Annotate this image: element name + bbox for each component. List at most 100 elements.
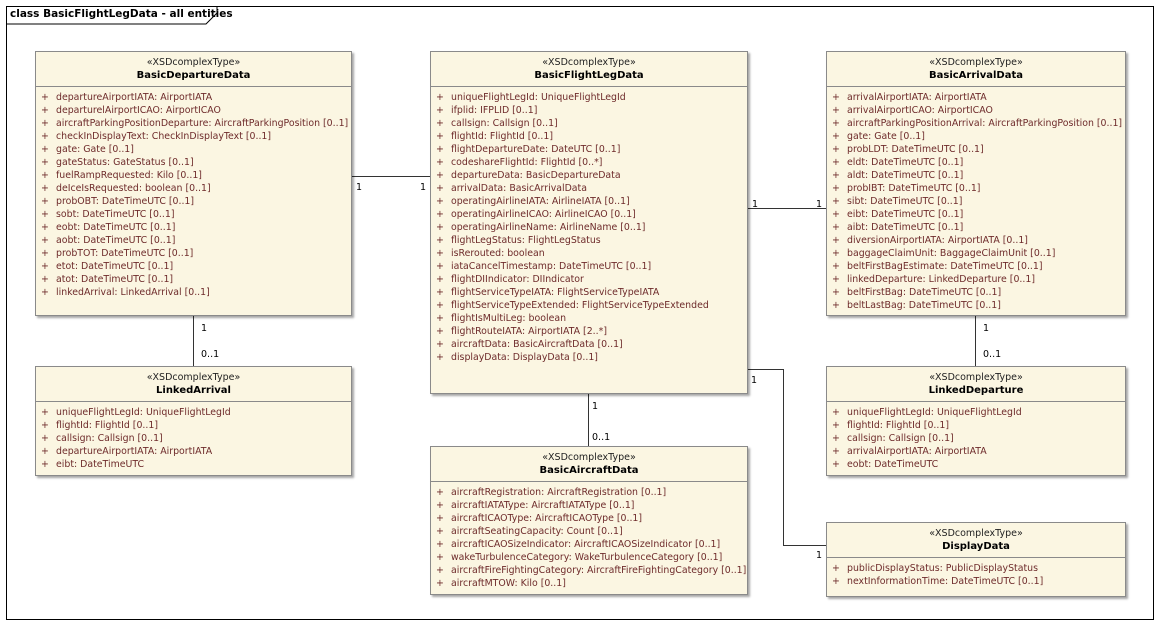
class-attribute[interactable]: +gate: Gate [0..1] bbox=[827, 130, 1125, 143]
class-attribute[interactable]: +departureAirportIATA: AirportIATA bbox=[36, 445, 351, 458]
class-attribute[interactable]: +flightDIIndicator: DIIndicator bbox=[431, 273, 747, 286]
class-attribute[interactable]: +flightIsMultiLeg: boolean bbox=[431, 312, 747, 325]
class-linked-arrival[interactable]: «XSDcomplexType» LinkedArrival +uniqueFl… bbox=[35, 366, 352, 476]
class-attribute[interactable]: +aircraftParkingPositionDeparture: Aircr… bbox=[36, 117, 351, 130]
class-attribute[interactable]: +probLDT: DateTimeUTC [0..1] bbox=[827, 143, 1125, 156]
class-attribute[interactable]: +departurelAirportICAO: AirportICAO bbox=[36, 104, 351, 117]
class-attribute[interactable]: +linkedDeparture: LinkedDeparture [0..1] bbox=[827, 273, 1125, 286]
class-attribute[interactable]: +aircraftMTOW: Kilo [0..1] bbox=[431, 577, 747, 590]
class-attribute[interactable]: +eibt: DateTimeUTC [0..1] bbox=[827, 208, 1125, 221]
class-attribute[interactable]: +departureData: BasicDepartureData bbox=[431, 169, 747, 182]
class-attribute[interactable]: +baggageClaimUnit: BaggageClaimUnit [0..… bbox=[827, 247, 1125, 260]
class-basic-arrival-data[interactable]: «XSDcomplexType» BasicArrivalData +arriv… bbox=[826, 51, 1126, 316]
class-basic-aircraft-data[interactable]: «XSDcomplexType» BasicAircraftData +airc… bbox=[430, 446, 748, 595]
class-attribute[interactable]: +flightDepartureDate: DateUTC [0..1] bbox=[431, 143, 747, 156]
class-attribute[interactable]: +eobt: DateTimeUTC [0..1] bbox=[36, 221, 351, 234]
class-attribute[interactable]: +ifplid: IFPLID [0..1] bbox=[431, 104, 747, 117]
attribute-text: aobt: DateTimeUTC [0..1] bbox=[56, 235, 176, 246]
class-attribute[interactable]: +flightLegStatus: FlightLegStatus bbox=[431, 234, 747, 247]
attribute-text: fuelRampRequested: Kilo [0..1] bbox=[56, 170, 202, 181]
class-stereotype: «XSDcomplexType» bbox=[929, 528, 1023, 539]
class-attribute[interactable]: +wakeTurbulenceCategory: WakeTurbulenceC… bbox=[431, 551, 747, 564]
class-attribute[interactable]: +arrivalAirportIATA: AirportIATA bbox=[827, 445, 1125, 458]
class-attribute[interactable]: +flightRouteIATA: AirportIATA [2..*] bbox=[431, 325, 747, 338]
class-attribute[interactable]: +isRerouted: boolean bbox=[431, 247, 747, 260]
class-attribute[interactable]: +aircraftRegistration: AircraftRegistrat… bbox=[431, 486, 747, 499]
visibility-marker: + bbox=[832, 105, 840, 116]
class-linked-departure[interactable]: «XSDcomplexType» LinkedDeparture +unique… bbox=[826, 366, 1126, 476]
class-attribute[interactable]: +eibt: DateTimeUTC bbox=[36, 458, 351, 471]
visibility-marker: + bbox=[41, 196, 49, 207]
class-basic-departure-data[interactable]: «XSDcomplexType» BasicDepartureData +dep… bbox=[35, 51, 352, 316]
class-attribute[interactable]: +flightId: FlightId [0..1] bbox=[431, 130, 747, 143]
class-attribute[interactable]: +gateStatus: GateStatus [0..1] bbox=[36, 156, 351, 169]
visibility-marker: + bbox=[436, 552, 444, 563]
class-basic-flight-leg-data[interactable]: «XSDcomplexType» BasicFlightLegData +uni… bbox=[430, 51, 748, 394]
class-display-data[interactable]: «XSDcomplexType» DisplayData +publicDisp… bbox=[826, 522, 1126, 597]
class-attribute[interactable]: +uniqueFlightLegId: UniqueFlightLegId bbox=[827, 406, 1125, 419]
class-attribute[interactable]: +aibt: DateTimeUTC [0..1] bbox=[827, 221, 1125, 234]
class-attribute[interactable]: +callsign: Callsign [0..1] bbox=[431, 117, 747, 130]
class-attribute[interactable]: +flightId: FlightId [0..1] bbox=[36, 419, 351, 432]
class-attribute[interactable]: +arrivalData: BasicArrivalData bbox=[431, 182, 747, 195]
class-attribute[interactable]: +beltLastBag: DateTimeUTC [0..1] bbox=[827, 299, 1125, 312]
class-attribute[interactable]: +probIBT: DateTimeUTC [0..1] bbox=[827, 182, 1125, 195]
class-attribute[interactable]: +eldt: DateTimeUTC [0..1] bbox=[827, 156, 1125, 169]
class-name: BasicAircraftData bbox=[539, 465, 639, 476]
class-attribute[interactable]: +aircraftICAOType: AircraftICAOType [0..… bbox=[431, 512, 747, 525]
class-attribute[interactable]: +aircraftSeatingCapacity: Count [0..1] bbox=[431, 525, 747, 538]
class-attribute[interactable]: +etot: DateTimeUTC [0..1] bbox=[36, 260, 351, 273]
class-attribute[interactable]: +atot: DateTimeUTC [0..1] bbox=[36, 273, 351, 286]
class-attribute[interactable]: +aobt: DateTimeUTC [0..1] bbox=[36, 234, 351, 247]
class-attribute[interactable]: +deIceIsRequested: boolean [0..1] bbox=[36, 182, 351, 195]
class-attribute[interactable]: +operatingAirlineIATA: AirlineIATA [0..1… bbox=[431, 195, 747, 208]
class-attribute[interactable]: +publicDisplayStatus: PublicDisplayStatu… bbox=[827, 562, 1125, 575]
class-attribute[interactable]: +callsign: Callsign [0..1] bbox=[36, 432, 351, 445]
class-attribute[interactable]: +flightServiceTypeIATA: FlightServiceTyp… bbox=[431, 286, 747, 299]
class-attribute[interactable]: +aircraftFireFightingCategory: AircraftF… bbox=[431, 564, 747, 577]
multiplicity-label: 1 bbox=[592, 401, 599, 412]
multiplicity-label: 1 bbox=[816, 550, 823, 561]
class-attribute[interactable]: +checkInDisplayText: CheckInDisplayText … bbox=[36, 130, 351, 143]
class-attribute[interactable]: +operatingAirlineName: AirlineName [0..1… bbox=[431, 221, 747, 234]
class-attribute[interactable]: +arrivalAirportIATA: AirportIATA bbox=[827, 91, 1125, 104]
class-attribute[interactable]: +flightId: FlightId [0..1] bbox=[827, 419, 1125, 432]
class-attribute[interactable]: +codeshareFlightId: FlightId [0..*] bbox=[431, 156, 747, 169]
attribute-text: uniqueFlightLegId: UniqueFlightLegId bbox=[56, 407, 231, 418]
class-attribute[interactable]: +aircraftIATAType: AircraftIATAType [0..… bbox=[431, 499, 747, 512]
class-attribute[interactable]: +gate: Gate [0..1] bbox=[36, 143, 351, 156]
class-attribute[interactable]: +arrivalAirportICAO: AirportICAO bbox=[827, 104, 1125, 117]
class-attribute[interactable]: +fuelRampRequested: Kilo [0..1] bbox=[36, 169, 351, 182]
class-attribute[interactable]: +probOBT: DateTimeUTC [0..1] bbox=[36, 195, 351, 208]
class-attribute[interactable]: +diversionAirportIATA: AirportIATA [0..1… bbox=[827, 234, 1125, 247]
class-attribute[interactable]: +sobt: DateTimeUTC [0..1] bbox=[36, 208, 351, 221]
attribute-text: gate: Gate [0..1] bbox=[56, 144, 134, 155]
class-attribute[interactable]: +callsign: Callsign [0..1] bbox=[827, 432, 1125, 445]
class-attribute[interactable]: +sibt: DateTimeUTC [0..1] bbox=[827, 195, 1125, 208]
class-attribute[interactable]: +operatingAirlineICAO: AirlineICAO [0..1… bbox=[431, 208, 747, 221]
class-attribute[interactable]: +uniqueFlightLegId: UniqueFlightLegId bbox=[431, 91, 747, 104]
class-name: BasicDepartureData bbox=[136, 70, 251, 81]
class-attribute[interactable]: +aircraftParkingPositionArrival: Aircraf… bbox=[827, 117, 1125, 130]
class-attribute[interactable]: +probTOT: DateTimeUTC [0..1] bbox=[36, 247, 351, 260]
attribute-text: uniqueFlightLegId: UniqueFlightLegId bbox=[847, 407, 1022, 418]
class-attribute[interactable]: +aircraftData: BasicAircraftData [0..1] bbox=[431, 338, 747, 351]
connector-flightleg-display[interactable] bbox=[748, 369, 826, 546]
class-attribute[interactable]: +nextInformationTime: DateTimeUTC [0..1] bbox=[827, 575, 1125, 588]
class-attribute[interactable]: +aircraftICAOSizeIndicator: AircraftICAO… bbox=[431, 538, 747, 551]
class-attribute[interactable]: +aldt: DateTimeUTC [0..1] bbox=[827, 169, 1125, 182]
visibility-marker: + bbox=[832, 131, 840, 142]
visibility-marker: + bbox=[41, 420, 49, 431]
class-attribute[interactable]: +beltFirstBag: DateTimeUTC [0..1] bbox=[827, 286, 1125, 299]
class-attribute[interactable]: +beltFirstBagEstimate: DateTimeUTC [0..1… bbox=[827, 260, 1125, 273]
class-attribute[interactable]: +uniqueFlightLegId: UniqueFlightLegId bbox=[36, 406, 351, 419]
class-attribute[interactable]: +departureAirportIATA: AirportIATA bbox=[36, 91, 351, 104]
class-attribute[interactable]: +flightServiceTypeExtended: FlightServic… bbox=[431, 299, 747, 312]
class-attribute[interactable]: +iataCancelTimestamp: DateTimeUTC [0..1] bbox=[431, 260, 747, 273]
class-attribute[interactable]: +eobt: DateTimeUTC bbox=[827, 458, 1125, 471]
multiplicity-label: 1 bbox=[751, 375, 758, 386]
visibility-marker: + bbox=[832, 274, 840, 285]
attribute-text: deIceIsRequested: boolean [0..1] bbox=[56, 183, 211, 194]
class-attribute[interactable]: +displayData: DisplayData [0..1] bbox=[431, 351, 747, 364]
class-attribute[interactable]: +linkedArrival: LinkedArrival [0..1] bbox=[36, 286, 351, 299]
